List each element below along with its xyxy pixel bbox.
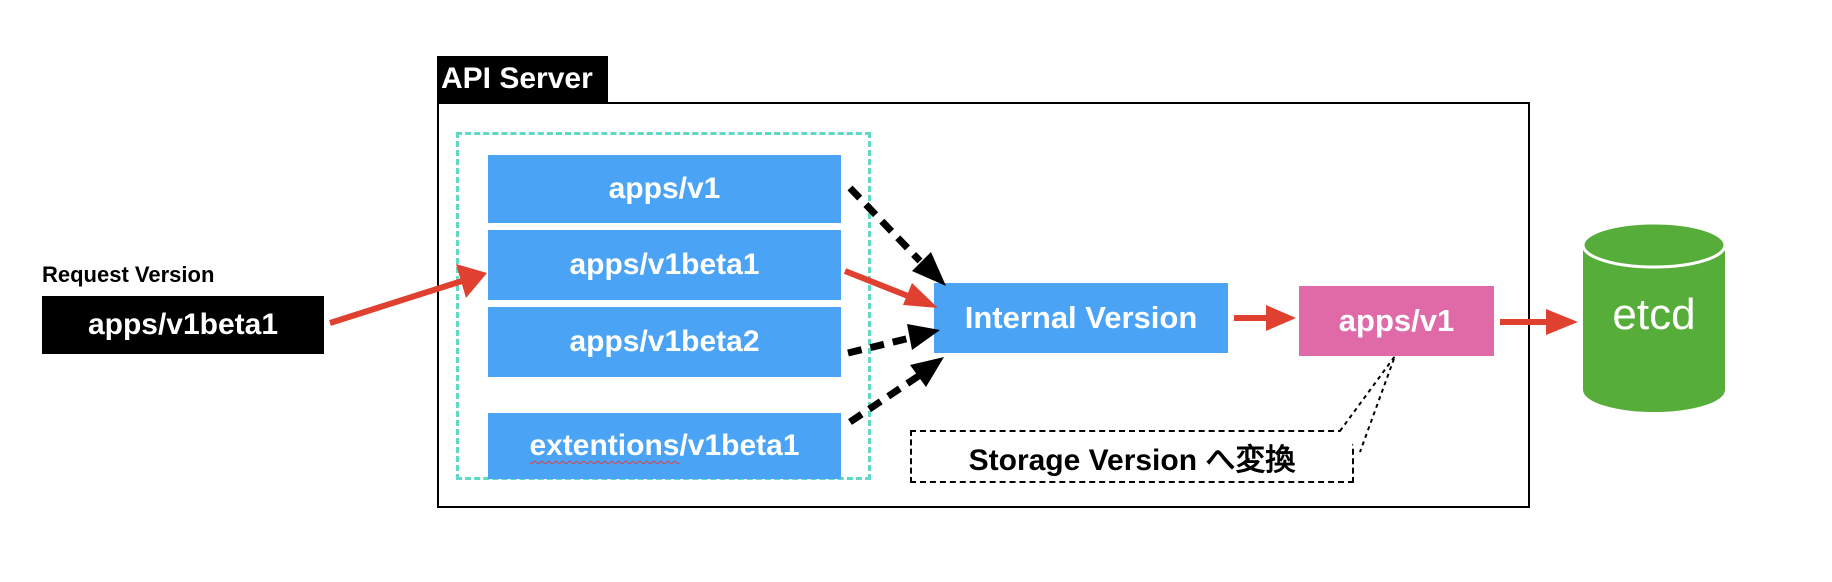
storage-version-note: Storage Version へ変換 — [910, 430, 1354, 483]
extentions-word: extentions — [529, 429, 680, 462]
version-box-apps-v1: apps/v1 — [488, 155, 841, 223]
internal-version-box: Internal Version — [934, 283, 1228, 353]
api-server-title: API Server — [437, 56, 608, 102]
arrow-v1beta2-to-internal — [847, 334, 911, 357]
arrow-v1beta1-to-internal — [843, 268, 910, 299]
version-box-apps-v1beta2: apps/v1beta2 — [488, 307, 841, 377]
request-version-box: apps/v1beta1 — [42, 296, 324, 354]
arrow-v1-to-internal — [847, 185, 923, 264]
etcd-cylinder-icon — [1581, 221, 1727, 412]
version-box-apps-v1beta1: apps/v1beta1 — [488, 230, 841, 300]
arrowhead-extentions-to-internal — [910, 357, 944, 387]
arrowhead-v1-to-internal — [912, 252, 946, 286]
api-server-frame — [437, 102, 1530, 508]
arrowhead-v1beta2-to-internal — [907, 324, 940, 350]
arrowhead-request-to-v1beta1 — [456, 264, 487, 298]
extentions-suffix: /v1beta1 — [679, 429, 800, 462]
storage-version-box: apps/v1 — [1299, 286, 1494, 356]
arrow-extentions-to-internal — [848, 372, 922, 425]
etcd-label: etcd — [1612, 290, 1696, 339]
request-version-heading: Request Version — [42, 262, 215, 287]
note-callout-tail — [1339, 355, 1396, 453]
arrowhead-internal-to-storage — [1266, 305, 1296, 331]
arrowhead-v1beta1-to-internal — [903, 283, 938, 308]
arrowhead-storage-to-etcd — [1546, 309, 1578, 335]
version-box-extentions-v1beta1: extentions/v1beta1 — [488, 413, 841, 479]
arrow-request-to-v1beta1 — [329, 278, 463, 326]
